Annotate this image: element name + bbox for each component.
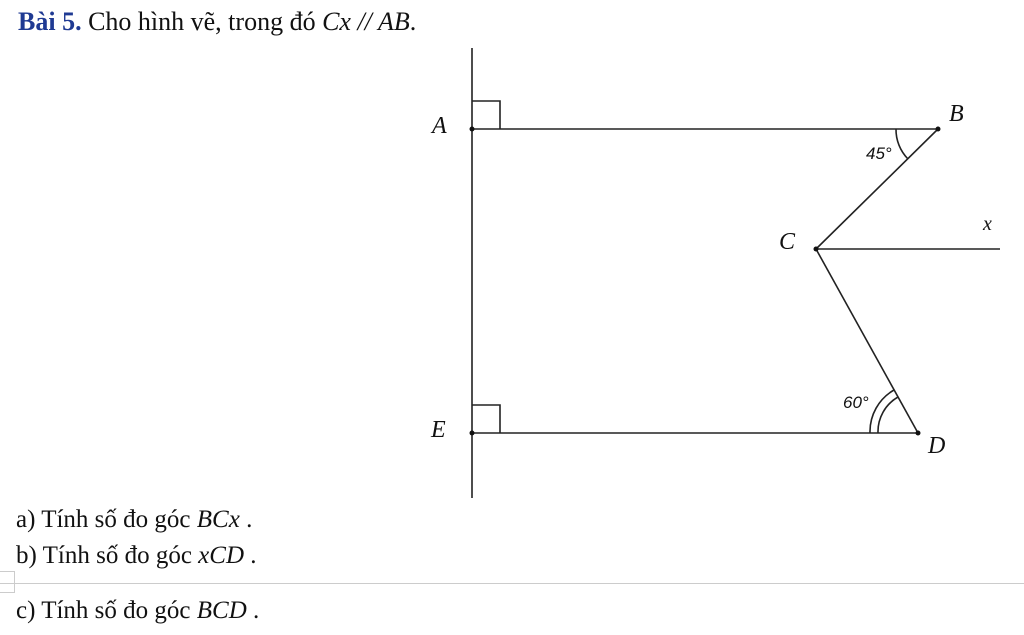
right-angle-E xyxy=(472,404,501,433)
question-a-angle: BCx xyxy=(196,506,240,533)
question-c: c) Tính số đo góc BCD . xyxy=(16,596,259,626)
question-c-angle: BCD xyxy=(196,597,247,624)
question-a-prefix: a) Tính số đo góc xyxy=(16,506,197,533)
page-divider xyxy=(0,583,1024,584)
segment-CD xyxy=(815,248,919,434)
angle-arc-B xyxy=(895,128,909,160)
angle-arc-D-outer xyxy=(869,389,895,434)
question-c-prefix: c) Tính số đo góc xyxy=(16,597,197,624)
angle-arc-D-inner xyxy=(877,396,899,434)
problem-period: . xyxy=(409,7,417,36)
angle-label-D: 60° xyxy=(843,393,869,412)
right-angle-A xyxy=(472,100,501,129)
geometry-figure: A B C D E x 45° 60° xyxy=(430,48,1000,498)
label-C: C xyxy=(779,229,796,255)
label-D: D xyxy=(927,433,945,459)
question-c-suffix: . xyxy=(246,597,260,624)
problem-condition: Cx // AB xyxy=(322,7,410,36)
point-C xyxy=(813,246,819,252)
question-b-prefix: b) Tính số đo góc xyxy=(16,542,199,569)
page-marker xyxy=(0,571,15,593)
question-a: a) Tính số đo góc BCx . xyxy=(16,505,252,535)
label-x: x xyxy=(982,213,992,235)
question-b-suffix: . xyxy=(244,542,257,569)
angle-label-B: 45° xyxy=(866,144,892,163)
problem-text: Cho hình vẽ, trong đó xyxy=(81,7,323,36)
point-A xyxy=(469,126,475,132)
label-B: B xyxy=(949,101,964,127)
question-a-suffix: . xyxy=(239,506,253,533)
point-D xyxy=(915,430,921,436)
point-B xyxy=(935,126,941,132)
problem-number: Bài 5. xyxy=(18,7,82,36)
problem-title: Bài 5. Cho hình vẽ, trong đó Cx // AB. xyxy=(18,6,416,38)
point-E xyxy=(469,430,475,436)
label-E: E xyxy=(430,417,446,443)
question-b: b) Tính số đo góc xCD . xyxy=(16,541,257,571)
question-b-angle: xCD xyxy=(198,542,244,569)
label-A: A xyxy=(430,113,447,139)
segment-BC xyxy=(815,128,939,250)
